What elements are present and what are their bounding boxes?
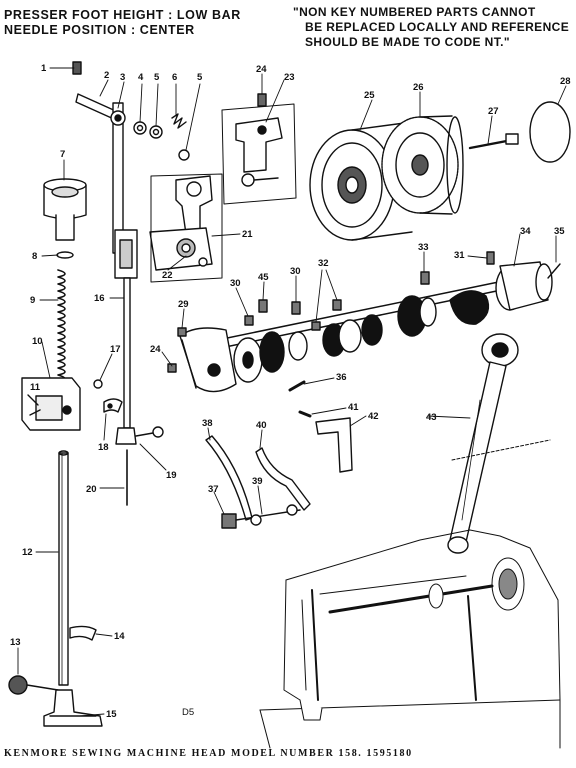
callout-9: 9 — [30, 295, 35, 306]
needle-position-label: NEEDLE POSITION : CENTER — [4, 23, 195, 37]
callout-21: 21 — [242, 229, 253, 240]
callout-18: 18 — [98, 442, 109, 453]
callout-5: 5 — [154, 72, 160, 83]
callout-42: 42 — [368, 411, 379, 422]
callout-22: 22 — [162, 270, 173, 281]
callout-30: 30 — [230, 278, 241, 289]
callout-14: 14 — [114, 631, 125, 642]
callout-33: 33 — [418, 242, 429, 253]
callout-39: 39 — [252, 476, 263, 487]
callout-40: 40 — [256, 420, 267, 431]
callout-27: 27 — [488, 106, 499, 117]
notice-line-2: BE REPLACED LOCALLY AND REFERENCE — [305, 20, 570, 34]
callout-32: 32 — [318, 258, 329, 269]
callout-16: 16 — [94, 293, 105, 304]
notice-line-3: SHOULD BE MADE TO CODE NT." — [305, 35, 510, 49]
callout-17: 17 — [110, 344, 121, 355]
callout-20: 20 — [86, 484, 97, 495]
callout-24: 24 — [256, 64, 267, 75]
machine-body-outline — [259, 439, 561, 749]
callout-36: 36 — [336, 372, 347, 383]
callout-11: 11 — [30, 382, 41, 393]
callout-30b: 30 — [290, 266, 301, 277]
callout-28: 28 — [560, 76, 571, 87]
callout-3: 3 — [120, 72, 125, 83]
callout-35: 35 — [554, 226, 565, 237]
callout-23: 23 — [284, 72, 295, 83]
model-number-footer: KENMORE SEWING MACHINE HEAD MODEL NUMBER… — [4, 748, 413, 759]
callout-12: 12 — [22, 547, 33, 558]
callout-37: 37 — [208, 484, 219, 495]
callout-25: 25 — [364, 90, 375, 101]
feed-bracket-assembly — [221, 93, 297, 205]
leader-lines — [17, 67, 567, 717]
callout-19: 19 — [166, 470, 177, 481]
callout-5b: 5 — [197, 72, 203, 83]
connecting-rod — [447, 333, 519, 554]
callout-24b: 24 — [150, 344, 161, 355]
callout-numbers: 1 2 3 4 5 6 5 7 8 9 10 11 12 13 14 15 16… — [10, 63, 571, 720]
callout-8: 8 — [32, 251, 37, 262]
page-code: D5 — [182, 707, 194, 718]
feed-levers — [205, 410, 353, 529]
callout-15: 15 — [106, 709, 117, 720]
callout-7: 7 — [60, 149, 65, 160]
callout-41: 41 — [348, 402, 359, 413]
callout-4: 4 — [138, 72, 144, 83]
callout-29: 29 — [178, 299, 189, 310]
callout-10: 10 — [32, 336, 43, 347]
pulleys — [309, 101, 571, 241]
callout-34: 34 — [520, 226, 531, 237]
callout-13: 13 — [10, 637, 21, 648]
presser-bar-assembly — [8, 178, 103, 727]
notice-line-1: "NON KEY NUMBERED PARTS CANNOT — [293, 5, 536, 19]
main-shaft — [167, 251, 561, 393]
callout-45: 45 — [258, 272, 269, 283]
presser-foot-height-label: PRESSER FOOT HEIGHT : LOW BAR — [4, 8, 241, 22]
callout-1: 1 — [41, 63, 47, 74]
callout-26: 26 — [413, 82, 424, 93]
callout-38: 38 — [202, 418, 213, 429]
needle-bar-assembly — [72, 61, 190, 506]
callout-31: 31 — [454, 250, 465, 261]
callout-2: 2 — [104, 70, 109, 81]
callout-43: 43 — [426, 412, 437, 423]
callout-6: 6 — [172, 72, 177, 83]
take-up-assembly — [149, 173, 223, 283]
